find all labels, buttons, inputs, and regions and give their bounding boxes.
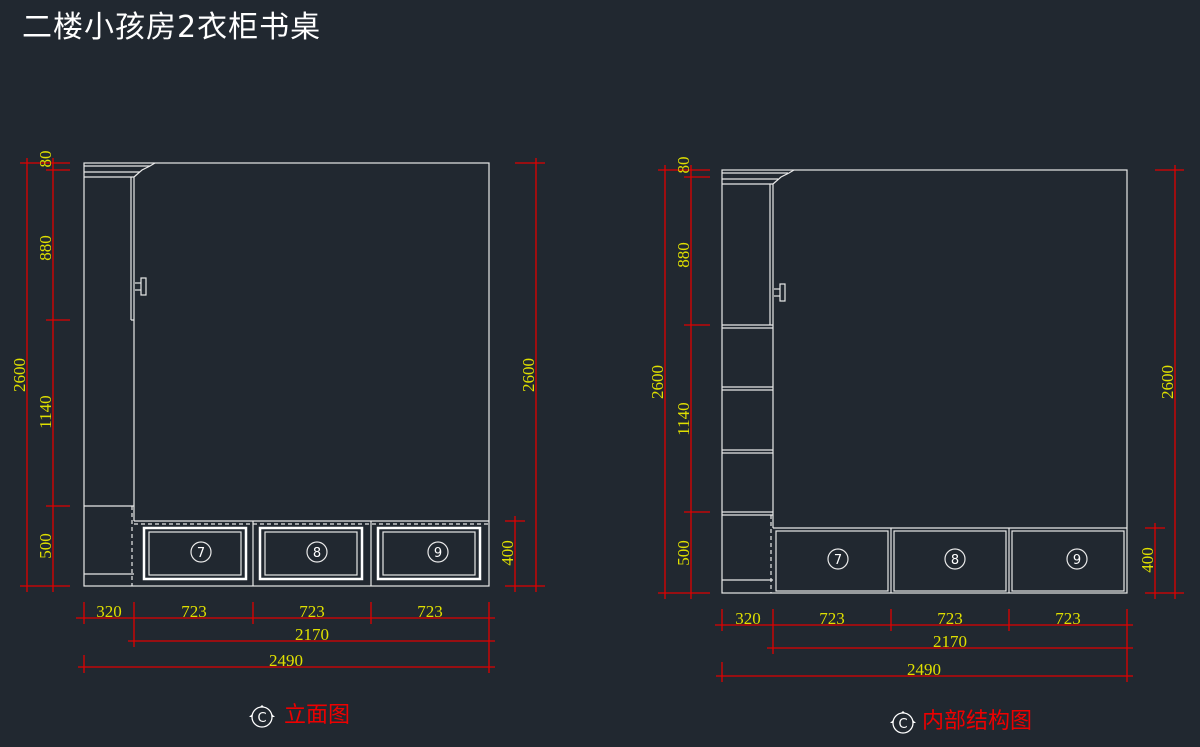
cabinet-outline: [83, 162, 490, 587]
dim-width: 723: [937, 609, 963, 628]
cabinet-outline: [721, 169, 1128, 594]
dimension-lines: [20, 158, 545, 673]
dim-width: 723: [1055, 609, 1081, 628]
dim-overall-height: 2600: [1158, 365, 1177, 399]
dim-segment: 500: [674, 540, 693, 566]
dimension-labels: 2600 80 880 1140 500 2600 400 320 723 72…: [10, 151, 538, 671]
drawer-number: 8: [951, 553, 959, 568]
dim-width: 723: [299, 602, 325, 621]
dim-overall-height: 2600: [648, 365, 667, 399]
dim-segment: 1140: [36, 395, 55, 428]
dim-width: 320: [735, 609, 761, 628]
drawing-title: 二楼小孩房2衣柜书桌: [22, 10, 322, 45]
dim-drawer-height: 400: [1138, 547, 1157, 573]
dimension-lines: [658, 165, 1184, 682]
section-marker-label: C: [257, 711, 266, 726]
dim-width: 723: [417, 602, 443, 621]
dim-subtotal: 2170: [295, 625, 329, 644]
view-caption: 立面图: [284, 703, 350, 728]
door-handle: [774, 283, 786, 302]
drawer-number: 7: [834, 553, 842, 568]
dim-segment: 880: [674, 242, 693, 268]
section-marker-icon: C: [890, 711, 916, 734]
dim-overall-height: 2600: [519, 358, 538, 392]
section-marker-label: C: [898, 717, 907, 732]
drawer-number: 7: [197, 546, 205, 561]
drawer-number: 8: [313, 546, 321, 561]
elevation-view: 7 8 9 2600 80: [10, 151, 545, 728]
dim-segment: 80: [674, 157, 693, 174]
dim-subtotal: 2170: [933, 632, 967, 651]
dim-segment: 1140: [674, 402, 693, 435]
drawer-number: 9: [434, 546, 442, 561]
dim-segment: 500: [36, 533, 55, 559]
drawer-number: 9: [1073, 553, 1081, 568]
dim-overall-height: 2600: [10, 358, 29, 392]
drawer-fronts: 7 8 9: [142, 526, 482, 581]
dim-drawer-height: 400: [498, 540, 517, 566]
dim-width: 723: [819, 609, 845, 628]
section-marker-icon: C: [249, 705, 275, 728]
dim-width: 320: [96, 602, 122, 621]
dimension-labels: 2600 80 880 1140 500 2600 400 320 723 72…: [648, 157, 1177, 680]
dim-total: 2490: [269, 651, 303, 670]
internal-structure-view: 7 8 9 2600 80: [648, 157, 1184, 734]
dim-segment: 80: [36, 151, 55, 168]
dim-total: 2490: [907, 660, 941, 679]
dim-width: 723: [181, 602, 207, 621]
view-caption: 内部结构图: [922, 709, 1032, 734]
door-handle: [135, 277, 147, 296]
dim-segment: 880: [36, 235, 55, 261]
drawer-fronts: 7 8 9: [775, 530, 1125, 592]
